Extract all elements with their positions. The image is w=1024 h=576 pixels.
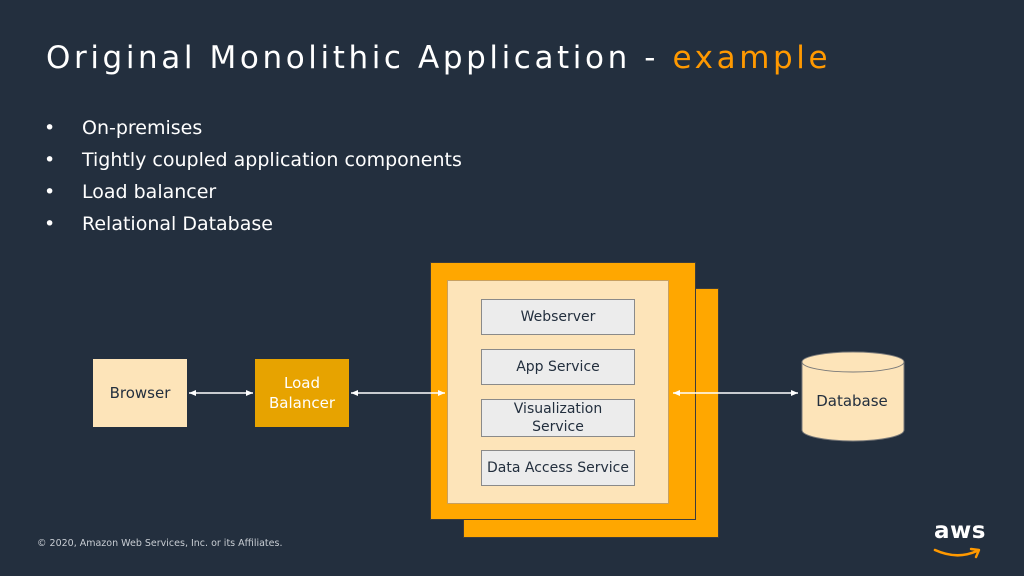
database-label: Database: [816, 392, 888, 410]
visualization-service-box: Visualization Service: [481, 399, 635, 437]
webserver-box: Webserver: [481, 299, 635, 335]
bullet-text: Tightly coupled application components: [82, 149, 462, 171]
aws-smile-icon: [933, 547, 981, 559]
bullet-item: • Load balancer: [40, 176, 462, 208]
load-balancer-box: Load Balancer: [255, 359, 349, 427]
bullet-text: On-premises: [82, 117, 203, 139]
database-cylinder-icon: [801, 351, 905, 442]
copyright-text: © 2020, Amazon Web Services, Inc. or its…: [37, 538, 283, 549]
bullet-list: • On-premises • Tightly coupled applicatio…: [40, 112, 462, 240]
service-label: Visualization Service: [513, 401, 603, 435]
bullet-item: • Tightly coupled application components: [40, 144, 462, 176]
title-accent: example: [672, 40, 832, 76]
app-service-box: App Service: [481, 349, 635, 385]
bullet-item: • On-premises: [40, 112, 462, 144]
service-label: App Service: [516, 359, 600, 375]
title-main: Original Monolithic Application -: [46, 40, 673, 76]
bullet-dot: •: [44, 181, 56, 203]
aws-logo-text: aws: [934, 518, 986, 544]
bullet-dot: •: [44, 117, 56, 139]
slide-title: Original Monolithic Application - exampl…: [46, 40, 831, 76]
bullet-text: Load balancer: [82, 181, 217, 203]
bullet-dot: •: [44, 149, 56, 171]
bullet-text: Relational Database: [82, 213, 273, 235]
data-access-service-box: Data Access Service: [481, 450, 635, 486]
bullet-item: • Relational Database: [40, 208, 462, 240]
service-label: Webserver: [520, 309, 596, 325]
browser-box: Browser: [93, 359, 187, 427]
service-label: Data Access Service: [487, 460, 629, 476]
browser-label: Browser: [109, 384, 171, 402]
bullet-dot: •: [44, 213, 56, 235]
load-balancer-label: Load Balancer: [269, 374, 335, 412]
